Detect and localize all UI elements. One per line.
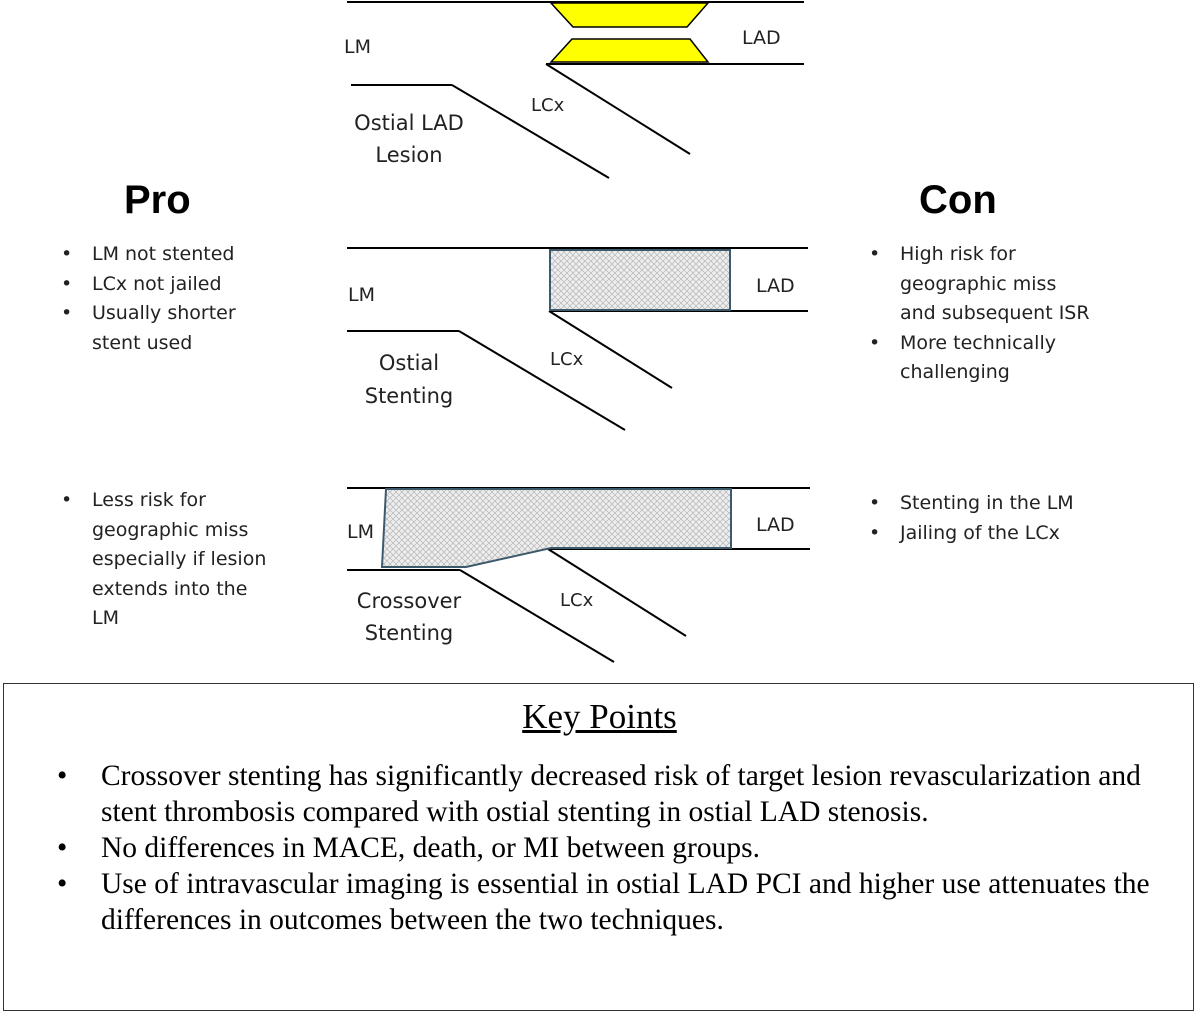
- stent-ostial: [549, 249, 731, 311]
- pro-heading: Pro: [124, 178, 191, 222]
- label-lad: LAD: [756, 275, 795, 297]
- caption-line-2: Stenting: [365, 621, 454, 645]
- caption-line-1: Ostial LAD: [354, 111, 464, 135]
- plaque-bottom: [549, 38, 710, 63]
- pro-crossover-list: Less risk for geographic miss especially…: [58, 486, 273, 634]
- list-item: More technically challenging: [866, 329, 1096, 388]
- caption-line-2: Lesion: [375, 143, 442, 167]
- label-lcx: LCx: [531, 95, 565, 116]
- label-lm: LM: [344, 36, 371, 58]
- label-lm: LM: [347, 521, 374, 543]
- panel-ostial-lesion: LM LAD LCx Ostial LAD Lesion: [344, 1, 804, 179]
- label-lad: LAD: [756, 514, 795, 536]
- lcx-wall-inner: [547, 548, 687, 637]
- key-points-box: [3, 683, 1194, 1011]
- panel-crossover-stenting: LM LAD LCx Crossover Stenting: [347, 487, 810, 663]
- label-lad: LAD: [742, 27, 781, 49]
- caption-line-1: Crossover: [357, 589, 462, 613]
- list-item: LCx not jailed: [58, 270, 283, 300]
- key-points-title: Key Points: [522, 697, 677, 736]
- caption-line-1: Ostial: [379, 351, 439, 375]
- pro-ostial-list: LM not stented LCx not jailed Usually sh…: [58, 240, 283, 358]
- list-item: Use of intravascular imaging is essentia…: [55, 866, 1175, 938]
- con-heading: Con: [919, 178, 997, 222]
- plaque-top: [549, 2, 710, 28]
- lcx-wall-inner: [548, 310, 673, 389]
- list-item: LM not stented: [58, 240, 283, 270]
- con-crossover-list: Stenting in the LM Jailing of the LCx: [866, 489, 1096, 548]
- label-lm: LM: [348, 284, 375, 306]
- list-item: Jailing of the LCx: [866, 519, 1096, 549]
- lcx-wall-outer: [451, 84, 610, 179]
- con-ostial-list: High risk for geographic miss and subseq…: [866, 240, 1096, 388]
- lcx-wall-inner: [545, 63, 691, 155]
- label-lcx: LCx: [560, 590, 594, 611]
- lcx-wall-outer: [458, 330, 626, 431]
- list-item: No differences in MACE, death, or MI bet…: [55, 830, 1175, 866]
- list-item: Usually shorter stent used: [58, 299, 283, 358]
- caption-line-2: Stenting: [365, 384, 454, 408]
- panel-ostial-stenting: LM LAD LCx Ostial Stenting: [347, 247, 808, 431]
- list-item: Crossover stenting has significantly dec…: [55, 758, 1175, 830]
- stent-crossover: [380, 488, 732, 568]
- vessel-diagram: LM LAD LCx Ostial LAD Lesion LM LAD LCx …: [344, 1, 810, 663]
- list-item: High risk for geographic miss and subseq…: [866, 240, 1096, 329]
- list-item: Stenting in the LM: [866, 489, 1096, 519]
- label-lcx: LCx: [550, 349, 584, 370]
- list-item: Less risk for geographic miss especially…: [58, 486, 273, 634]
- key-points-list: Crossover stenting has significantly dec…: [55, 758, 1175, 938]
- lcx-wall-outer: [459, 569, 615, 663]
